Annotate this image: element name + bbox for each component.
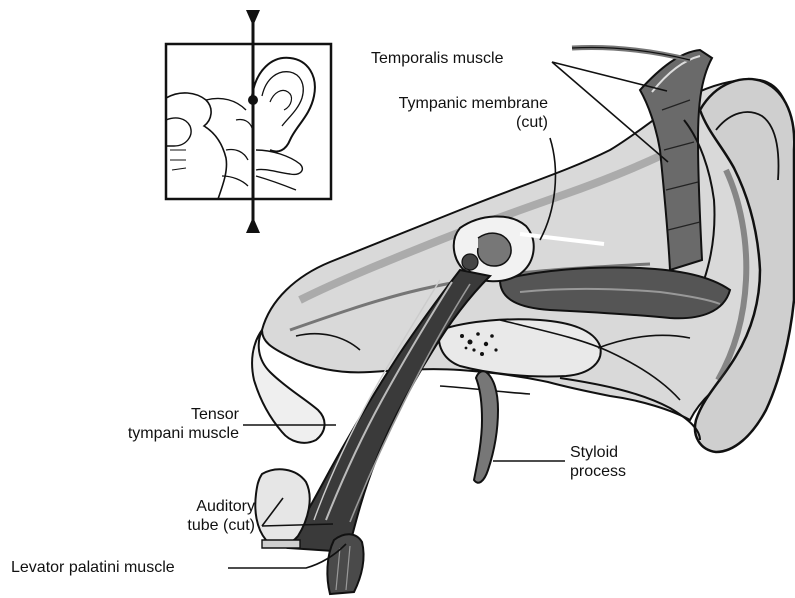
label-tympanic-membrane-line2: (cut) — [338, 113, 548, 132]
label-tympanic-membrane: Tympanic membrane (cut) — [338, 94, 548, 132]
label-levator-palatini-muscle: Levator palatini muscle — [11, 558, 175, 577]
section-arrow-bottom — [246, 217, 260, 233]
label-tensor-tympani-line2: tympani muscle — [60, 424, 239, 443]
label-styloid-line2: process — [570, 462, 626, 481]
ossicles — [478, 233, 511, 266]
inset-orientation-figure — [166, 10, 331, 233]
label-tensor-tympani-line1: Tensor — [60, 405, 239, 424]
styloid-process-shape — [474, 371, 498, 483]
label-auditory-tube-line1: Auditory — [120, 497, 255, 516]
label-auditory-tube-line2: tube (cut) — [120, 516, 255, 535]
section-arrow-top — [246, 10, 260, 26]
inset-frame — [166, 44, 331, 199]
levator-palatini-muscle — [327, 534, 363, 594]
label-styloid-process: Styloid process — [570, 443, 626, 481]
label-styloid-line1: Styloid — [570, 443, 626, 462]
label-auditory-tube: Auditory tube (cut) — [120, 497, 255, 535]
label-temporalis-muscle: Temporalis muscle — [371, 49, 503, 68]
label-tensor-tympani-muscle: Tensor tympani muscle — [60, 405, 239, 443]
label-tympanic-membrane-line1: Tympanic membrane — [338, 94, 548, 113]
